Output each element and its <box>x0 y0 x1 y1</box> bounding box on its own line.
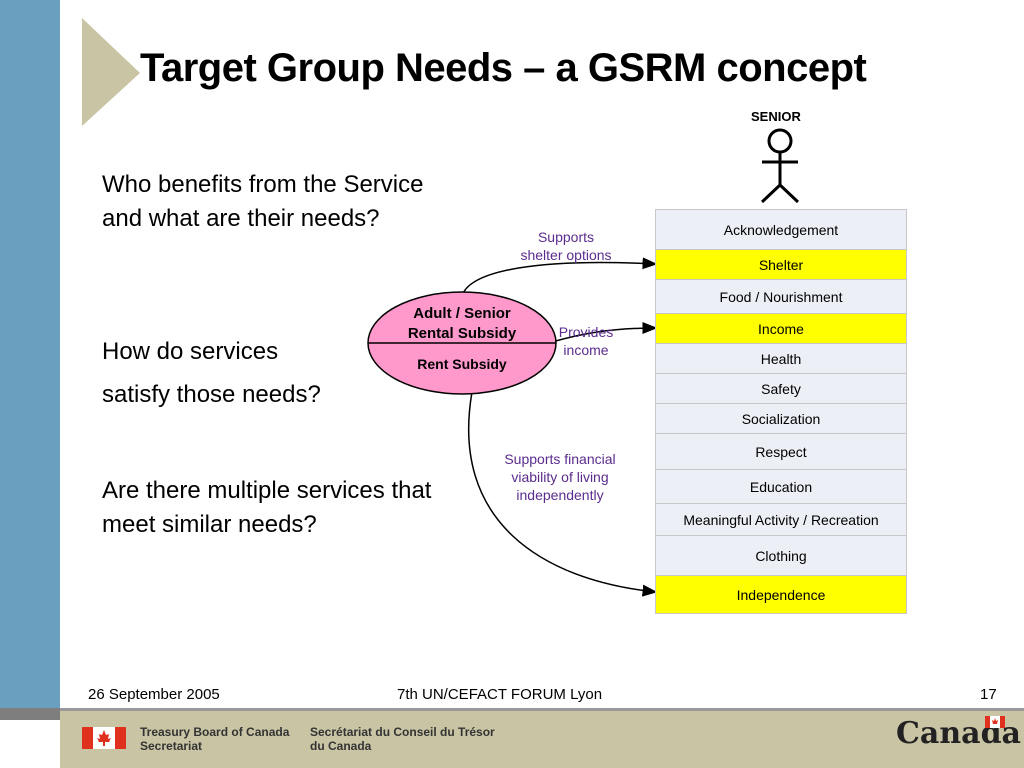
left-accent-strip <box>0 708 60 720</box>
need-row-income: Income <box>655 314 907 344</box>
service-name-line1: Adult / Senior <box>413 305 511 322</box>
question-services-line2: satisfy those needs? <box>102 381 321 408</box>
arrow-label-independence-line2: viability of living <box>511 469 609 485</box>
arrow-label-income: Provides income <box>546 323 626 359</box>
need-row-acknowledgement: Acknowledgement <box>655 210 907 250</box>
needs-diagram <box>367 128 800 597</box>
org-name-english-line1: Treasury Board of Canada <box>140 725 290 739</box>
slide-title: Target Group Needs – a GSRM concept <box>140 46 867 90</box>
service-name: Adult / Senior Rental Subsidy <box>380 304 544 344</box>
wordmark-flag-icon <box>985 716 1005 728</box>
footer-event: 7th UN/CEFACT FORUM Lyon <box>397 686 603 703</box>
need-row-meaningful-activity: Meaningful Activity / Recreation <box>655 504 907 536</box>
question-services-line1: How do services <box>102 338 279 365</box>
service-subtitle: Rent Subsidy <box>417 356 507 372</box>
arrow-to-shelter <box>461 257 658 297</box>
arrow-label-shelter-line2: shelter options <box>520 247 612 263</box>
arrow-label-shelter: Supports shelter options <box>506 228 626 264</box>
senior-stick-figure-icon <box>760 128 800 204</box>
canada-flag-icon <box>82 727 126 749</box>
org-name-french-line1: Secrétariat du Conseil du Trésor <box>310 725 495 739</box>
need-row-respect: Respect <box>655 434 907 470</box>
org-name-english: Treasury Board of Canada Secretariat <box>140 725 289 753</box>
arrow-to-income <box>551 322 658 343</box>
arrow-label-income-line1: Provides <box>558 324 614 340</box>
org-name-french-line2: du Canada <box>310 739 372 753</box>
title-chevron-icon <box>82 18 140 126</box>
need-row-shelter: Shelter <box>655 250 907 280</box>
question-multiple-services: Are there multiple services that meet si… <box>102 477 432 538</box>
footer-page-number: 17 <box>980 686 997 703</box>
service-name-line2: Rental Subsidy <box>407 325 517 342</box>
org-name-english-line2: Secretariat <box>140 739 203 753</box>
need-row-food: Food / Nourishment <box>655 280 907 314</box>
arrow-label-independence: Supports financial viability of living i… <box>490 450 630 504</box>
needs-table: Acknowledgement Shelter Food / Nourishme… <box>655 209 907 614</box>
arrow-label-shelter-line1: Supports <box>537 229 595 245</box>
need-row-independence: Independence <box>655 576 907 614</box>
need-row-education: Education <box>655 470 907 504</box>
left-accent-bar <box>0 0 60 708</box>
need-row-clothing: Clothing <box>655 536 907 576</box>
arrow-label-independence-line1: Supports financial <box>504 451 616 467</box>
government-branding-band <box>60 711 1024 768</box>
need-row-socialization: Socialization <box>655 404 907 434</box>
footer-date: 26 September 2005 <box>88 686 220 703</box>
arrow-label-independence-line3: independently <box>516 487 604 503</box>
arrow-to-independence <box>467 391 658 597</box>
question-beneficiaries: Who benefits from the Service and what a… <box>102 171 424 232</box>
need-row-health: Health <box>655 344 907 374</box>
actor-label: SENIOR <box>751 109 801 124</box>
need-row-safety: Safety <box>655 374 907 404</box>
footer-divider <box>60 708 1024 711</box>
arrow-label-income-line2: income <box>563 342 609 358</box>
org-name-french: Secrétariat du Conseil du Trésor du Cana… <box>310 725 495 753</box>
